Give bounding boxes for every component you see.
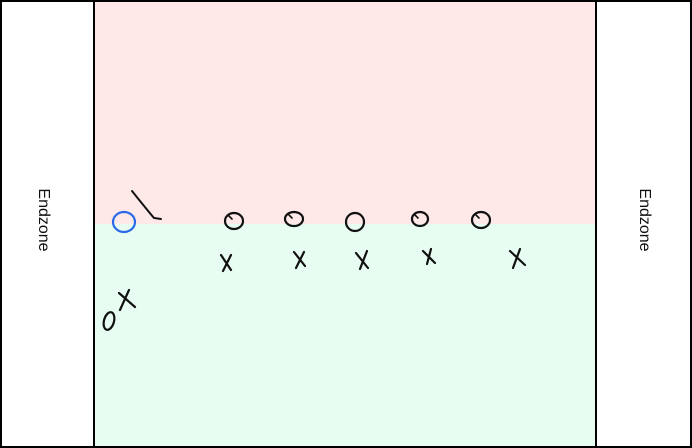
player-circle-deep bbox=[102, 311, 116, 331]
player-circle-3 bbox=[344, 211, 366, 233]
right-endzone bbox=[596, 1, 691, 447]
player-circle-5 bbox=[470, 210, 492, 230]
player-cross-deep bbox=[117, 288, 137, 312]
mark-stroke bbox=[131, 190, 162, 220]
highlighted-player-circle bbox=[111, 210, 137, 234]
player-circle-1 bbox=[223, 211, 245, 231]
left-endzone bbox=[1, 1, 94, 447]
player-cross-1 bbox=[219, 253, 233, 273]
upper-field-half bbox=[94, 1, 596, 224]
player-cross-4 bbox=[421, 247, 437, 266]
lower-field-half bbox=[94, 224, 596, 447]
left-endzone-label: Endzone bbox=[35, 188, 52, 252]
player-cross-3 bbox=[354, 249, 370, 271]
player-circle-2 bbox=[283, 210, 305, 228]
player-cross-5 bbox=[508, 247, 527, 270]
player-cross-2 bbox=[292, 250, 307, 270]
player-circle-4 bbox=[410, 210, 430, 228]
right-endzone-label: Endzone bbox=[636, 188, 653, 252]
